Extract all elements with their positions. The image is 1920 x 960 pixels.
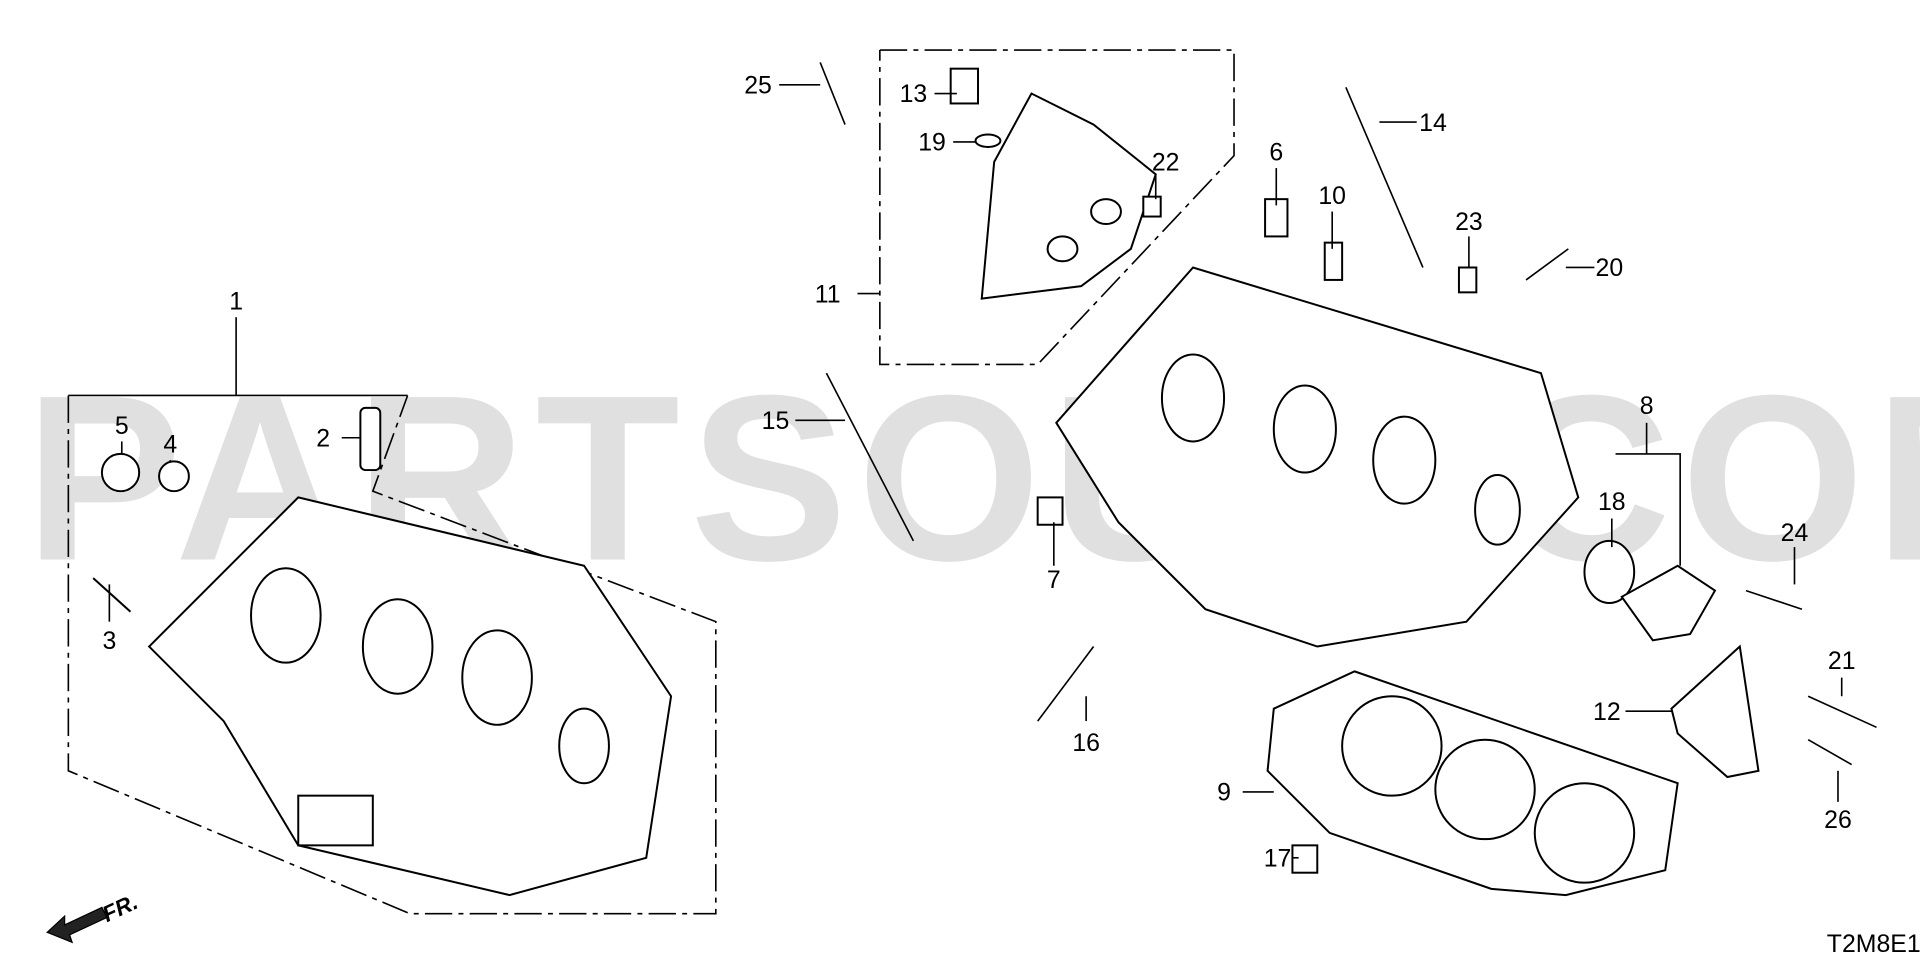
diagram-code: T2M8E1002: [1827, 931, 1920, 958]
dowel-23[interactable]: [1457, 266, 1478, 294]
callout-8[interactable]: 8: [1640, 393, 1654, 420]
o-ring-19[interactable]: [974, 133, 1002, 148]
bolt-24[interactable]: [1745, 589, 1803, 611]
callout-19[interactable]: 19: [918, 130, 946, 157]
spool-valve-assembly[interactable]: [980, 92, 1157, 300]
group-box-cylinder-head-left: [67, 317, 717, 915]
callout-14[interactable]: 14: [1419, 110, 1447, 137]
small-parts: [92, 62, 1877, 874]
plug[interactable]: [100, 452, 141, 493]
callout-13[interactable]: 13: [900, 81, 928, 108]
front-arrow-icon: [46, 906, 108, 944]
bracket-12[interactable]: [1670, 644, 1760, 779]
plug-10[interactable]: [1323, 241, 1344, 281]
callout-9[interactable]: 9: [1217, 780, 1231, 807]
callout-17[interactable]: 17: [1264, 845, 1292, 872]
callout-26[interactable]: 26: [1824, 807, 1852, 834]
leader-lines: [108, 84, 1843, 859]
cylinder-head-front[interactable]: [147, 496, 673, 897]
group-box-spool-valve: [857, 49, 1235, 366]
callout-10[interactable]: 10: [1318, 183, 1346, 210]
stud-20[interactable]: [1525, 248, 1569, 281]
sensor-13[interactable]: [949, 67, 980, 105]
callout-18[interactable]: 18: [1598, 489, 1626, 516]
callout-25[interactable]: 25: [744, 73, 772, 100]
callout-1[interactable]: 1: [229, 289, 243, 316]
callout-20[interactable]: 20: [1596, 255, 1624, 282]
head-bolt-15[interactable]: [825, 372, 915, 542]
callout-4[interactable]: 4: [163, 432, 177, 459]
callout-24[interactable]: 24: [1781, 520, 1809, 547]
seal-7[interactable]: [1036, 496, 1064, 526]
callout-7[interactable]: 7: [1047, 567, 1061, 594]
bolt-26[interactable]: [1807, 739, 1853, 766]
callout-23[interactable]: 23: [1455, 209, 1483, 236]
cover-8[interactable]: [1620, 564, 1717, 642]
callout-16[interactable]: 16: [1072, 730, 1100, 757]
callout-12[interactable]: 12: [1593, 699, 1621, 726]
callout-21[interactable]: 21: [1828, 648, 1856, 675]
bolt-25[interactable]: [819, 62, 846, 125]
cylinder-head-rear[interactable]: [1055, 266, 1580, 648]
dowel-17[interactable]: [1291, 844, 1319, 874]
front-direction-indicator: FR.: [46, 889, 142, 944]
callout-11[interactable]: 11: [815, 281, 841, 308]
head-gasket[interactable]: [1266, 670, 1679, 897]
front-label: FR.: [98, 889, 141, 927]
callout-5[interactable]: 5: [115, 413, 129, 440]
o-ring-18[interactable]: [1583, 539, 1636, 605]
valve-guide[interactable]: [359, 406, 382, 472]
callout-2[interactable]: 2: [316, 425, 330, 452]
head-bolt-14[interactable]: [1345, 86, 1424, 268]
stud-16[interactable]: [1037, 646, 1095, 722]
callout-6[interactable]: 6: [1269, 140, 1283, 167]
oil-seal[interactable]: [158, 460, 190, 493]
callout-22[interactable]: 22: [1152, 150, 1180, 177]
callout-labels: 1 2 3 4 5 6 7 8 9 10 11 12 13 14 15 16 1…: [102, 73, 1855, 873]
callout-15[interactable]: 15: [762, 408, 790, 435]
stud-bolt[interactable]: [92, 577, 132, 613]
stud-21[interactable]: [1807, 695, 1877, 729]
dowel-22[interactable]: [1142, 195, 1162, 218]
callout-3[interactable]: 3: [102, 628, 116, 655]
